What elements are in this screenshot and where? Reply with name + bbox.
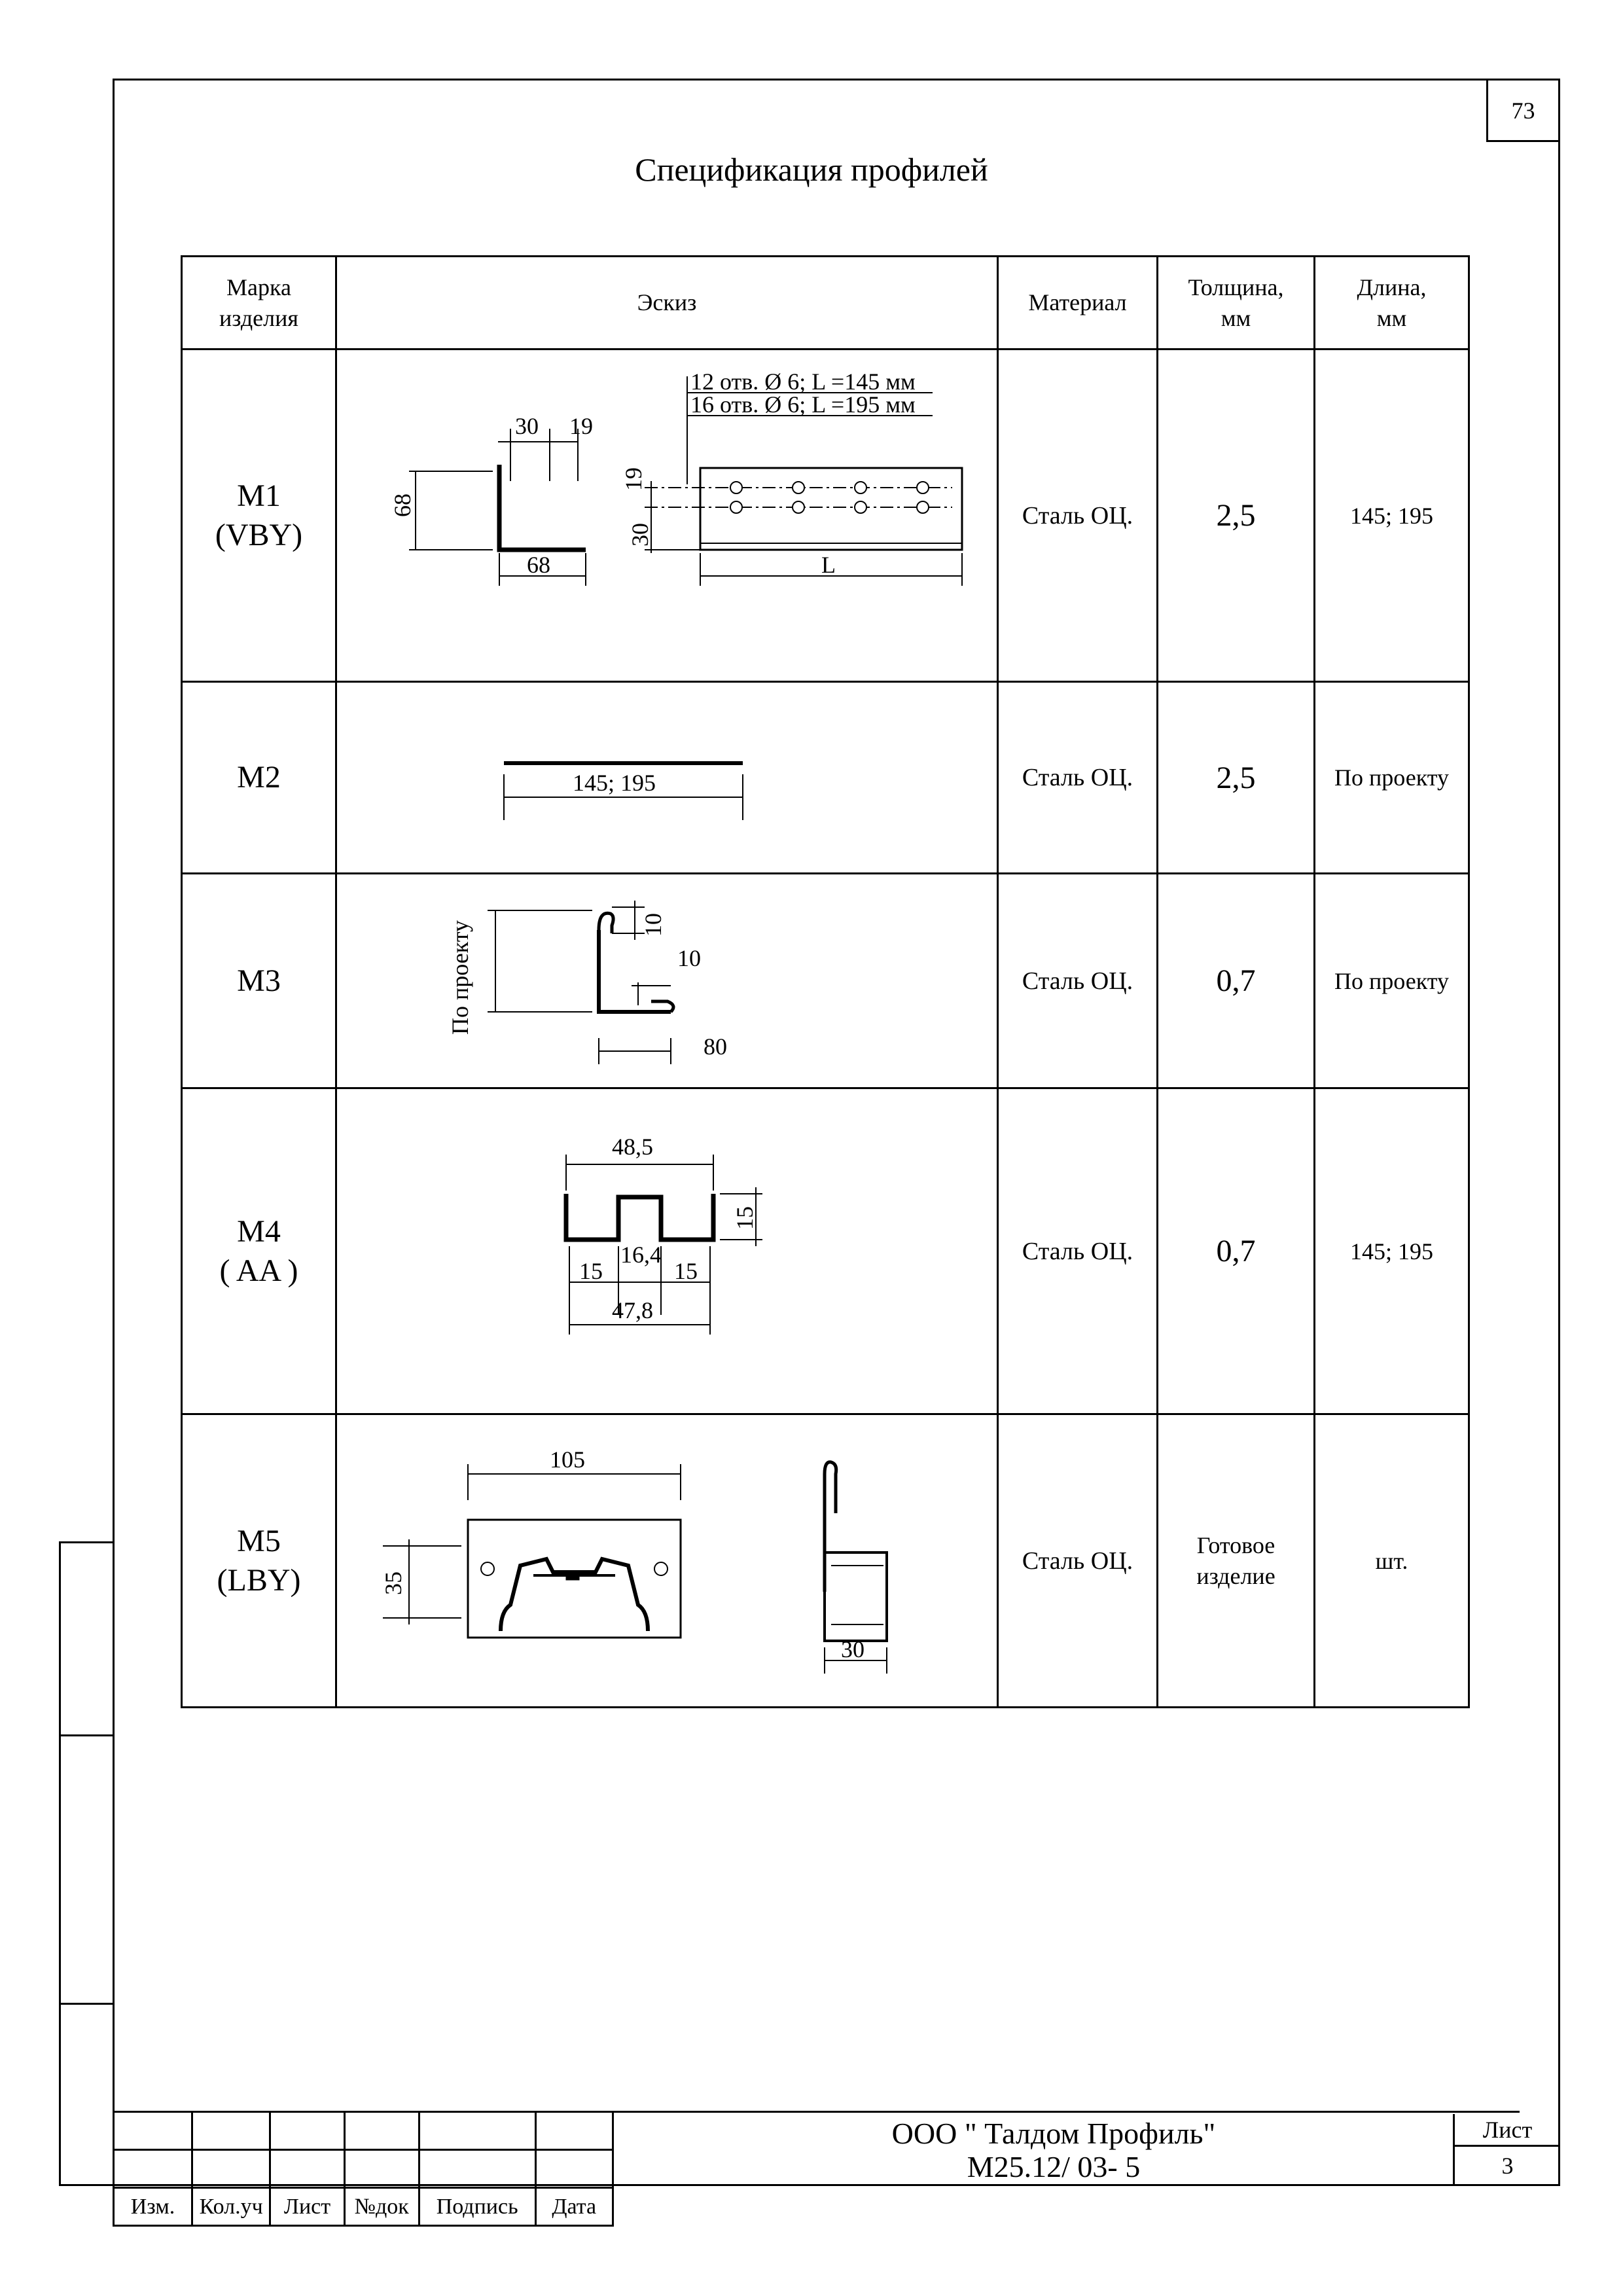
side-line bbox=[59, 1541, 61, 2186]
sheet-number: 3 bbox=[1453, 2145, 1560, 2186]
page-number: 73 bbox=[1486, 79, 1560, 142]
sketch-m4: 48,5 15 15 16,4 15 47,8 bbox=[335, 1087, 999, 1415]
dim-label: 30 bbox=[627, 523, 653, 547]
side-line bbox=[59, 1734, 115, 1736]
sketch-m1: 30 19 68 68 12 отв. Ø 6; L =145 мм 16 от… bbox=[335, 348, 999, 683]
dim-label: 30 bbox=[841, 1636, 865, 1662]
sketch-m5: 105 35 30 bbox=[335, 1413, 999, 1708]
side-line bbox=[59, 2003, 115, 2005]
table-row: М2 145; 195 Сталь ОЦ. 2,5 По проекту bbox=[181, 681, 1470, 874]
dim-label: 10 bbox=[677, 945, 701, 971]
table-header-row: Марка изделия Эскиз Материал Толщина, мм… bbox=[181, 255, 1470, 350]
header-mark: Марка изделия bbox=[181, 255, 337, 350]
spec-table: Марка изделия Эскиз Материал Толщина, мм… bbox=[181, 255, 1470, 1708]
page-title: Спецификация профилей bbox=[635, 151, 988, 188]
dim-label: 30 bbox=[515, 413, 539, 439]
dim-label: 15 bbox=[732, 1206, 758, 1230]
side-line bbox=[59, 1541, 115, 1543]
dim-label: 105 bbox=[550, 1446, 585, 1473]
stamp-col: Кол.уч bbox=[191, 2187, 272, 2227]
dim-label: 19 bbox=[620, 467, 647, 491]
table-row: М1(VBY) bbox=[181, 348, 1470, 683]
sketch-m5-drawing: 105 35 30 bbox=[380, 1446, 888, 1674]
sheet-label: Лист bbox=[1453, 2114, 1560, 2147]
sketch-m2-drawing: 145; 195 bbox=[503, 761, 743, 820]
length-cell: шт. bbox=[1313, 1413, 1470, 1708]
thickness-cell: Готовое изделие bbox=[1156, 1413, 1315, 1708]
material-cell: Сталь ОЦ. bbox=[997, 348, 1158, 683]
length-cell: 145; 195 bbox=[1313, 1087, 1470, 1415]
sketch-m4-drawing: 48,5 15 15 16,4 15 47,8 bbox=[563, 1134, 762, 1335]
dim-label: L bbox=[821, 552, 836, 578]
table-row: М5(LBY) bbox=[181, 1413, 1470, 1708]
header-material: Материал bbox=[997, 255, 1158, 350]
length-cell: 145; 195 bbox=[1313, 348, 1470, 683]
stamp-col: Изм. bbox=[112, 2187, 194, 2227]
thickness-cell: 2,5 bbox=[1156, 348, 1315, 683]
sketch-m1-drawing: 30 19 68 68 12 отв. Ø 6; L =145 мм 16 от… bbox=[389, 368, 963, 586]
dim-label: 145; 195 bbox=[573, 770, 656, 796]
sketch-m3: По проекту 10 10 80 bbox=[335, 872, 999, 1089]
mark-cell: М2 bbox=[181, 681, 337, 874]
thickness-cell: 2,5 bbox=[1156, 681, 1315, 874]
dim-label: 16 отв. Ø 6; L =195 мм bbox=[690, 391, 916, 418]
mark-cell: М1(VBY) bbox=[181, 348, 337, 683]
thickness-cell: 0,7 bbox=[1156, 1087, 1315, 1415]
dim-label: 12 отв. Ø 6; L =145 мм bbox=[690, 368, 916, 395]
header-length: Длина, мм bbox=[1313, 255, 1470, 350]
sketch-m2: 145; 195 bbox=[335, 681, 999, 874]
mark-cell: М4( AA ) bbox=[181, 1087, 337, 1415]
dim-label: 10 bbox=[640, 913, 666, 937]
dim-label: 35 bbox=[380, 1571, 406, 1595]
dim-label: 68 bbox=[527, 552, 550, 578]
dim-label: 47,8 bbox=[612, 1297, 653, 1323]
dim-label: 19 bbox=[569, 413, 593, 439]
stamp-col: Лист bbox=[269, 2187, 346, 2227]
stamp-col: Дата bbox=[534, 2187, 614, 2227]
side-line bbox=[59, 2184, 115, 2186]
material-cell: Сталь ОЦ. bbox=[997, 872, 1158, 1089]
dim-label: 15 bbox=[674, 1258, 698, 1284]
material-cell: Сталь ОЦ. bbox=[997, 1413, 1158, 1708]
sketch-m3-drawing: По проекту 10 10 80 bbox=[447, 901, 727, 1064]
document-code: М25.12/ 03- 5 bbox=[967, 2149, 1141, 2183]
table-row: М4( AA ) bbox=[181, 1087, 1470, 1415]
mark-cell: М5(LBY) bbox=[181, 1413, 337, 1708]
thickness-cell: 0,7 bbox=[1156, 872, 1315, 1089]
stamp-col: №док bbox=[343, 2187, 420, 2227]
material-cell: Сталь ОЦ. bbox=[997, 1087, 1158, 1415]
stamp-col: Подпись bbox=[418, 2187, 537, 2227]
dim-label: 15 bbox=[579, 1258, 603, 1284]
title-block: Изм. Кол.уч Лист №док Подпись Дата bbox=[112, 2111, 1623, 2227]
length-cell: По проекту bbox=[1313, 872, 1470, 1089]
header-sketch: Эскиз bbox=[335, 255, 999, 350]
title-block-labels: Изм. Кол.уч Лист №док Подпись Дата bbox=[112, 2187, 1623, 2227]
material-cell: Сталь ОЦ. bbox=[997, 681, 1158, 874]
dim-label: По проекту bbox=[447, 920, 473, 1035]
dim-label: 68 bbox=[389, 493, 416, 517]
header-thickness: Толщина, мм bbox=[1156, 255, 1315, 350]
table-row: М3 bbox=[181, 872, 1470, 1089]
dim-label: 48,5 bbox=[612, 1134, 653, 1160]
length-cell: По проекту bbox=[1313, 681, 1470, 874]
dim-label: 16,4 bbox=[620, 1242, 662, 1268]
mark-cell: М3 bbox=[181, 872, 337, 1089]
dim-label: 80 bbox=[704, 1033, 727, 1060]
company-name: ООО " Талдом Профиль" М25.12/ 03- 5 bbox=[654, 2117, 1453, 2183]
